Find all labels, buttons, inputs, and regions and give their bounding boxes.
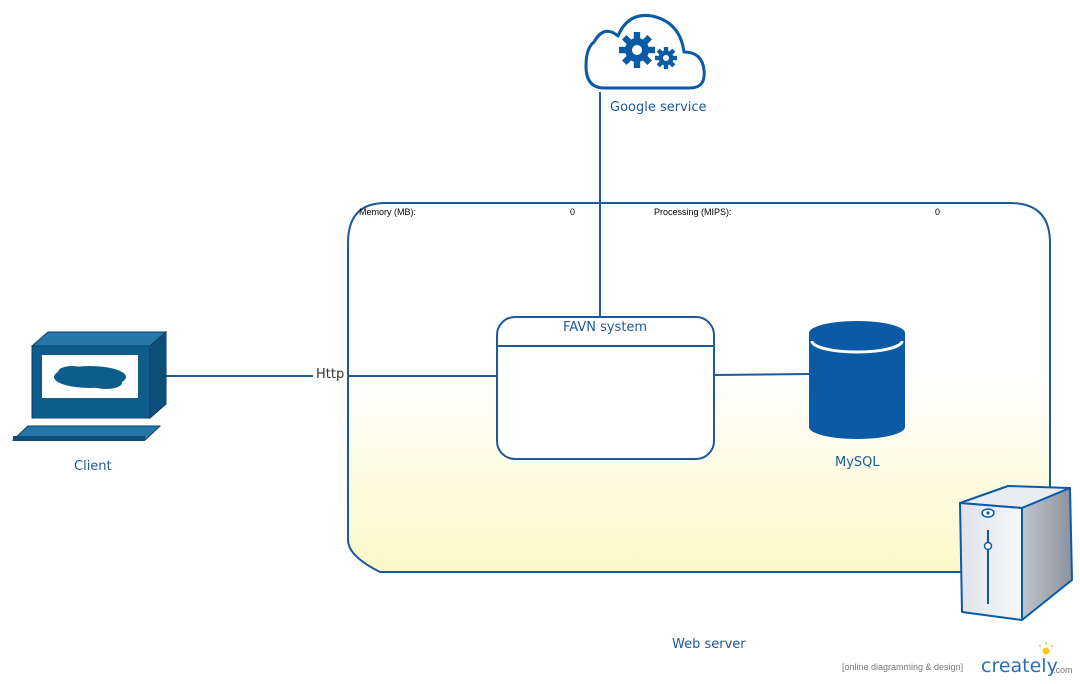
creately-brand: creately xyxy=(981,655,1058,677)
mysql-label: MySQL xyxy=(835,455,880,470)
processing-value: 0 xyxy=(935,207,941,217)
creately-bulb-icon xyxy=(1038,642,1054,655)
gear-large-icon xyxy=(619,32,655,68)
edge-favn-to-mysql xyxy=(713,373,811,376)
creately-brand-suffix: .com xyxy=(1053,665,1073,675)
web-server-label: Web server xyxy=(672,637,746,652)
http-edge-label: Http xyxy=(316,367,345,382)
gear-small-icon xyxy=(655,47,677,69)
creately-tagline: [online diagramming & design] xyxy=(842,662,964,672)
cloud-gears-icon[interactable] xyxy=(584,13,706,90)
client-label: Client xyxy=(74,459,112,474)
server-tower-icon[interactable] xyxy=(959,485,1073,621)
memory-value: 0 xyxy=(570,207,576,217)
memory-label: Memory (MB): xyxy=(359,207,416,217)
processing-label: Processing (MIPS): xyxy=(654,207,732,217)
computer-terminal-icon[interactable] xyxy=(11,330,168,441)
favn-system-node[interactable] xyxy=(496,316,715,460)
database-cylinder-icon[interactable] xyxy=(809,321,905,439)
google-service-label: Google service xyxy=(610,100,707,115)
favn-system-label: FAVN system xyxy=(563,320,648,335)
